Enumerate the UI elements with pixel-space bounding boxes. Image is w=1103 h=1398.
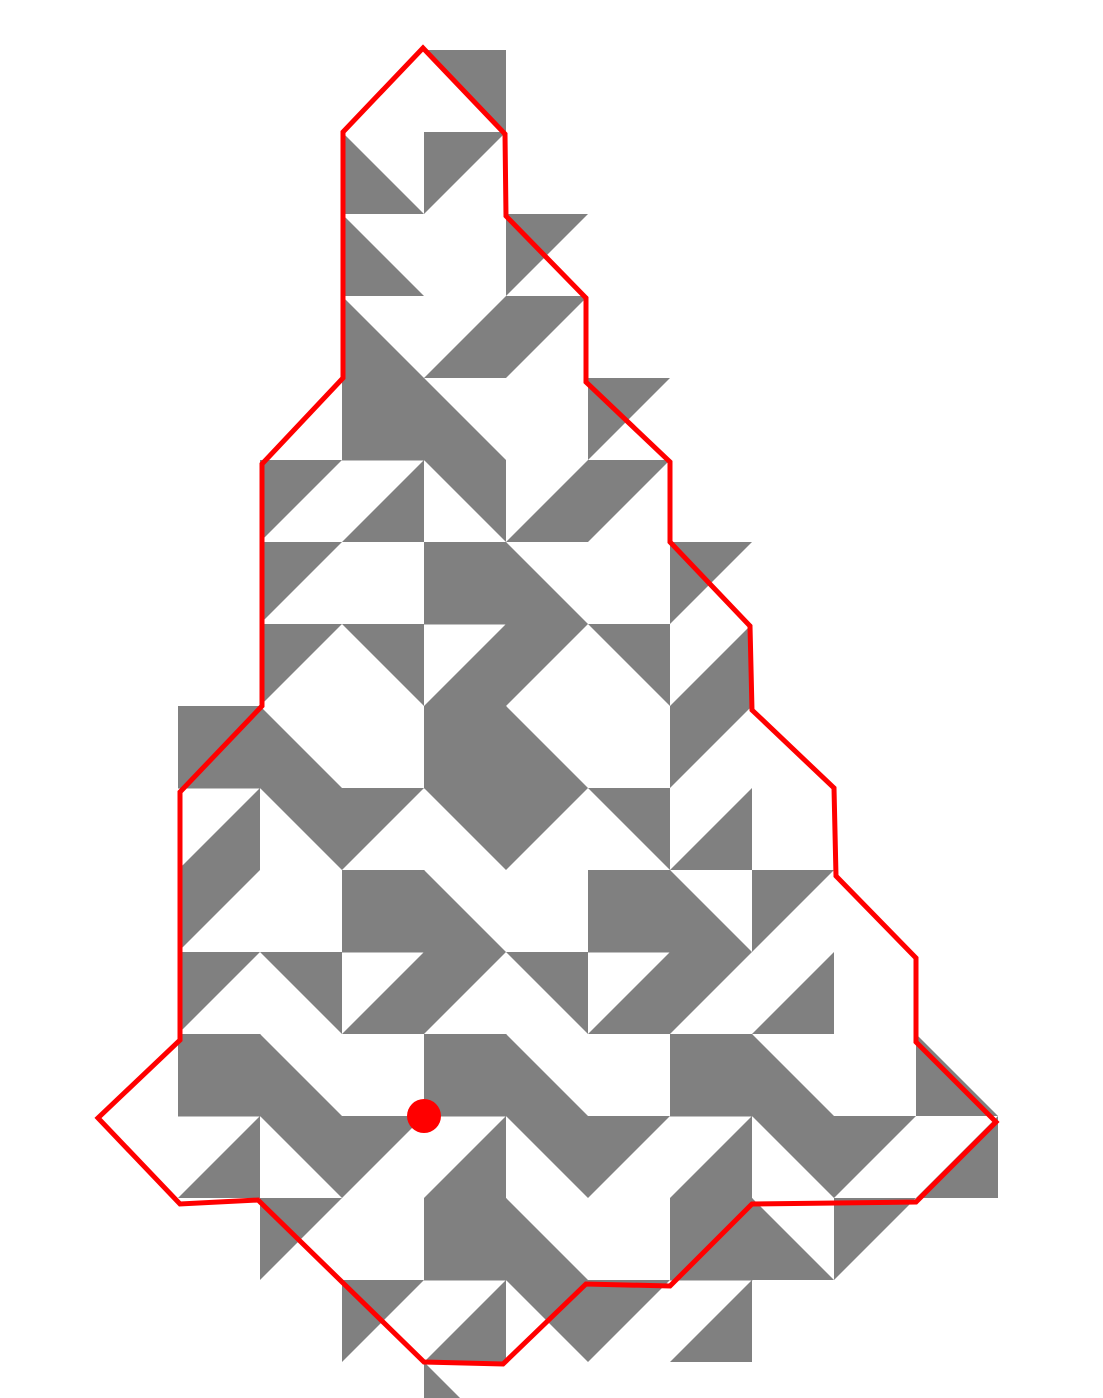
grid-cell-triangle	[916, 1116, 998, 1198]
grid-cell-triangle	[752, 1198, 834, 1280]
grid-cell-triangle	[670, 870, 752, 952]
tile-grid	[178, 50, 998, 1398]
grid-cell-triangle	[506, 624, 588, 706]
grid-cell-triangle	[506, 706, 588, 788]
grid-cell-triangle	[670, 1116, 752, 1198]
grid-cell-triangle	[506, 1034, 588, 1116]
grid-cell-triangle	[260, 952, 342, 1034]
grid-cell-triangle	[424, 296, 506, 378]
grid-cell-triangle	[424, 952, 506, 1034]
grid-cell-triangle	[670, 706, 752, 788]
grid-cell-triangle	[834, 1116, 916, 1198]
grid-cell-triangle	[588, 460, 670, 542]
grid-cell-filled	[342, 378, 425, 461]
grid-cell-triangle	[178, 952, 260, 1034]
grid-cell-triangle	[670, 788, 752, 870]
grid-cell-triangle	[424, 1116, 506, 1198]
grid-cell-triangle	[260, 788, 342, 870]
grid-cell-triangle	[342, 460, 424, 542]
grid-cell-triangle	[506, 1116, 588, 1198]
grid-cell-filled	[588, 870, 671, 953]
grid-cell-triangle	[588, 624, 670, 706]
grid-cell-triangle	[588, 1116, 670, 1198]
grid-cell-triangle	[260, 542, 342, 624]
grid-cell-triangle	[260, 706, 342, 788]
grid-cell-triangle	[752, 1034, 834, 1116]
grid-cell-filled	[178, 1034, 261, 1117]
grid-cell-triangle	[588, 1280, 670, 1362]
grid-cell-triangle	[260, 624, 342, 706]
grid-cell-triangle	[588, 378, 670, 460]
grid-cell-triangle	[834, 1198, 916, 1280]
grid-cell-triangle	[342, 952, 424, 1034]
grid-cell-triangle	[342, 132, 424, 214]
grid-cell-triangle	[178, 870, 260, 952]
grid-cell-triangle	[670, 624, 752, 706]
grid-cell-triangle	[178, 788, 260, 870]
grid-cell-triangle	[670, 1280, 752, 1362]
grid-cell-triangle	[916, 1034, 998, 1116]
grid-cell-triangle	[260, 460, 342, 542]
grid-cell-triangle	[752, 952, 834, 1034]
grid-cell-triangle	[670, 952, 752, 1034]
grid-cell-triangle	[342, 788, 424, 870]
grid-cell-filled	[424, 1198, 507, 1281]
grid-cell-triangle	[424, 788, 506, 870]
marker-dot	[407, 1099, 441, 1133]
grid-cell-triangle	[260, 1034, 342, 1116]
grid-cell-triangle	[424, 624, 506, 706]
grid-cell-filled	[342, 870, 425, 953]
grid-cell-triangle	[506, 460, 588, 542]
grid-cell-triangle	[342, 1116, 424, 1198]
grid-cell-triangle	[506, 1198, 588, 1280]
grid-cell-triangle	[506, 296, 588, 378]
grid-cell-triangle	[260, 1116, 342, 1198]
grid-cell-triangle	[506, 542, 588, 624]
grid-cell-triangle	[424, 460, 506, 542]
grid-cell-triangle	[342, 296, 424, 378]
grid-cell-triangle	[506, 952, 588, 1034]
grid-cell-triangle	[752, 1116, 834, 1198]
grid-cell-triangle	[752, 870, 834, 952]
grid-cell-filled	[424, 542, 507, 625]
grid-cell-triangle	[588, 952, 670, 1034]
grid-cell-filled	[670, 1034, 753, 1117]
grid-cell-triangle	[342, 214, 424, 296]
grid-cell-filled	[424, 1034, 507, 1117]
grid-cell-triangle	[342, 624, 424, 706]
grid-cell-triangle	[506, 788, 588, 870]
grid-cell-triangle	[424, 1362, 460, 1398]
region-outline	[94, 44, 1000, 1367]
grid-cell-triangle	[424, 378, 506, 460]
grid-cell-triangle	[424, 132, 506, 214]
grid-cell-triangle	[424, 1280, 506, 1362]
grid-cell-filled	[424, 706, 507, 789]
grid-cell-triangle	[588, 788, 670, 870]
grid-cell-triangle	[178, 1116, 260, 1198]
grid-cell-filled	[670, 1198, 753, 1281]
grid-cell-triangle	[424, 870, 506, 952]
